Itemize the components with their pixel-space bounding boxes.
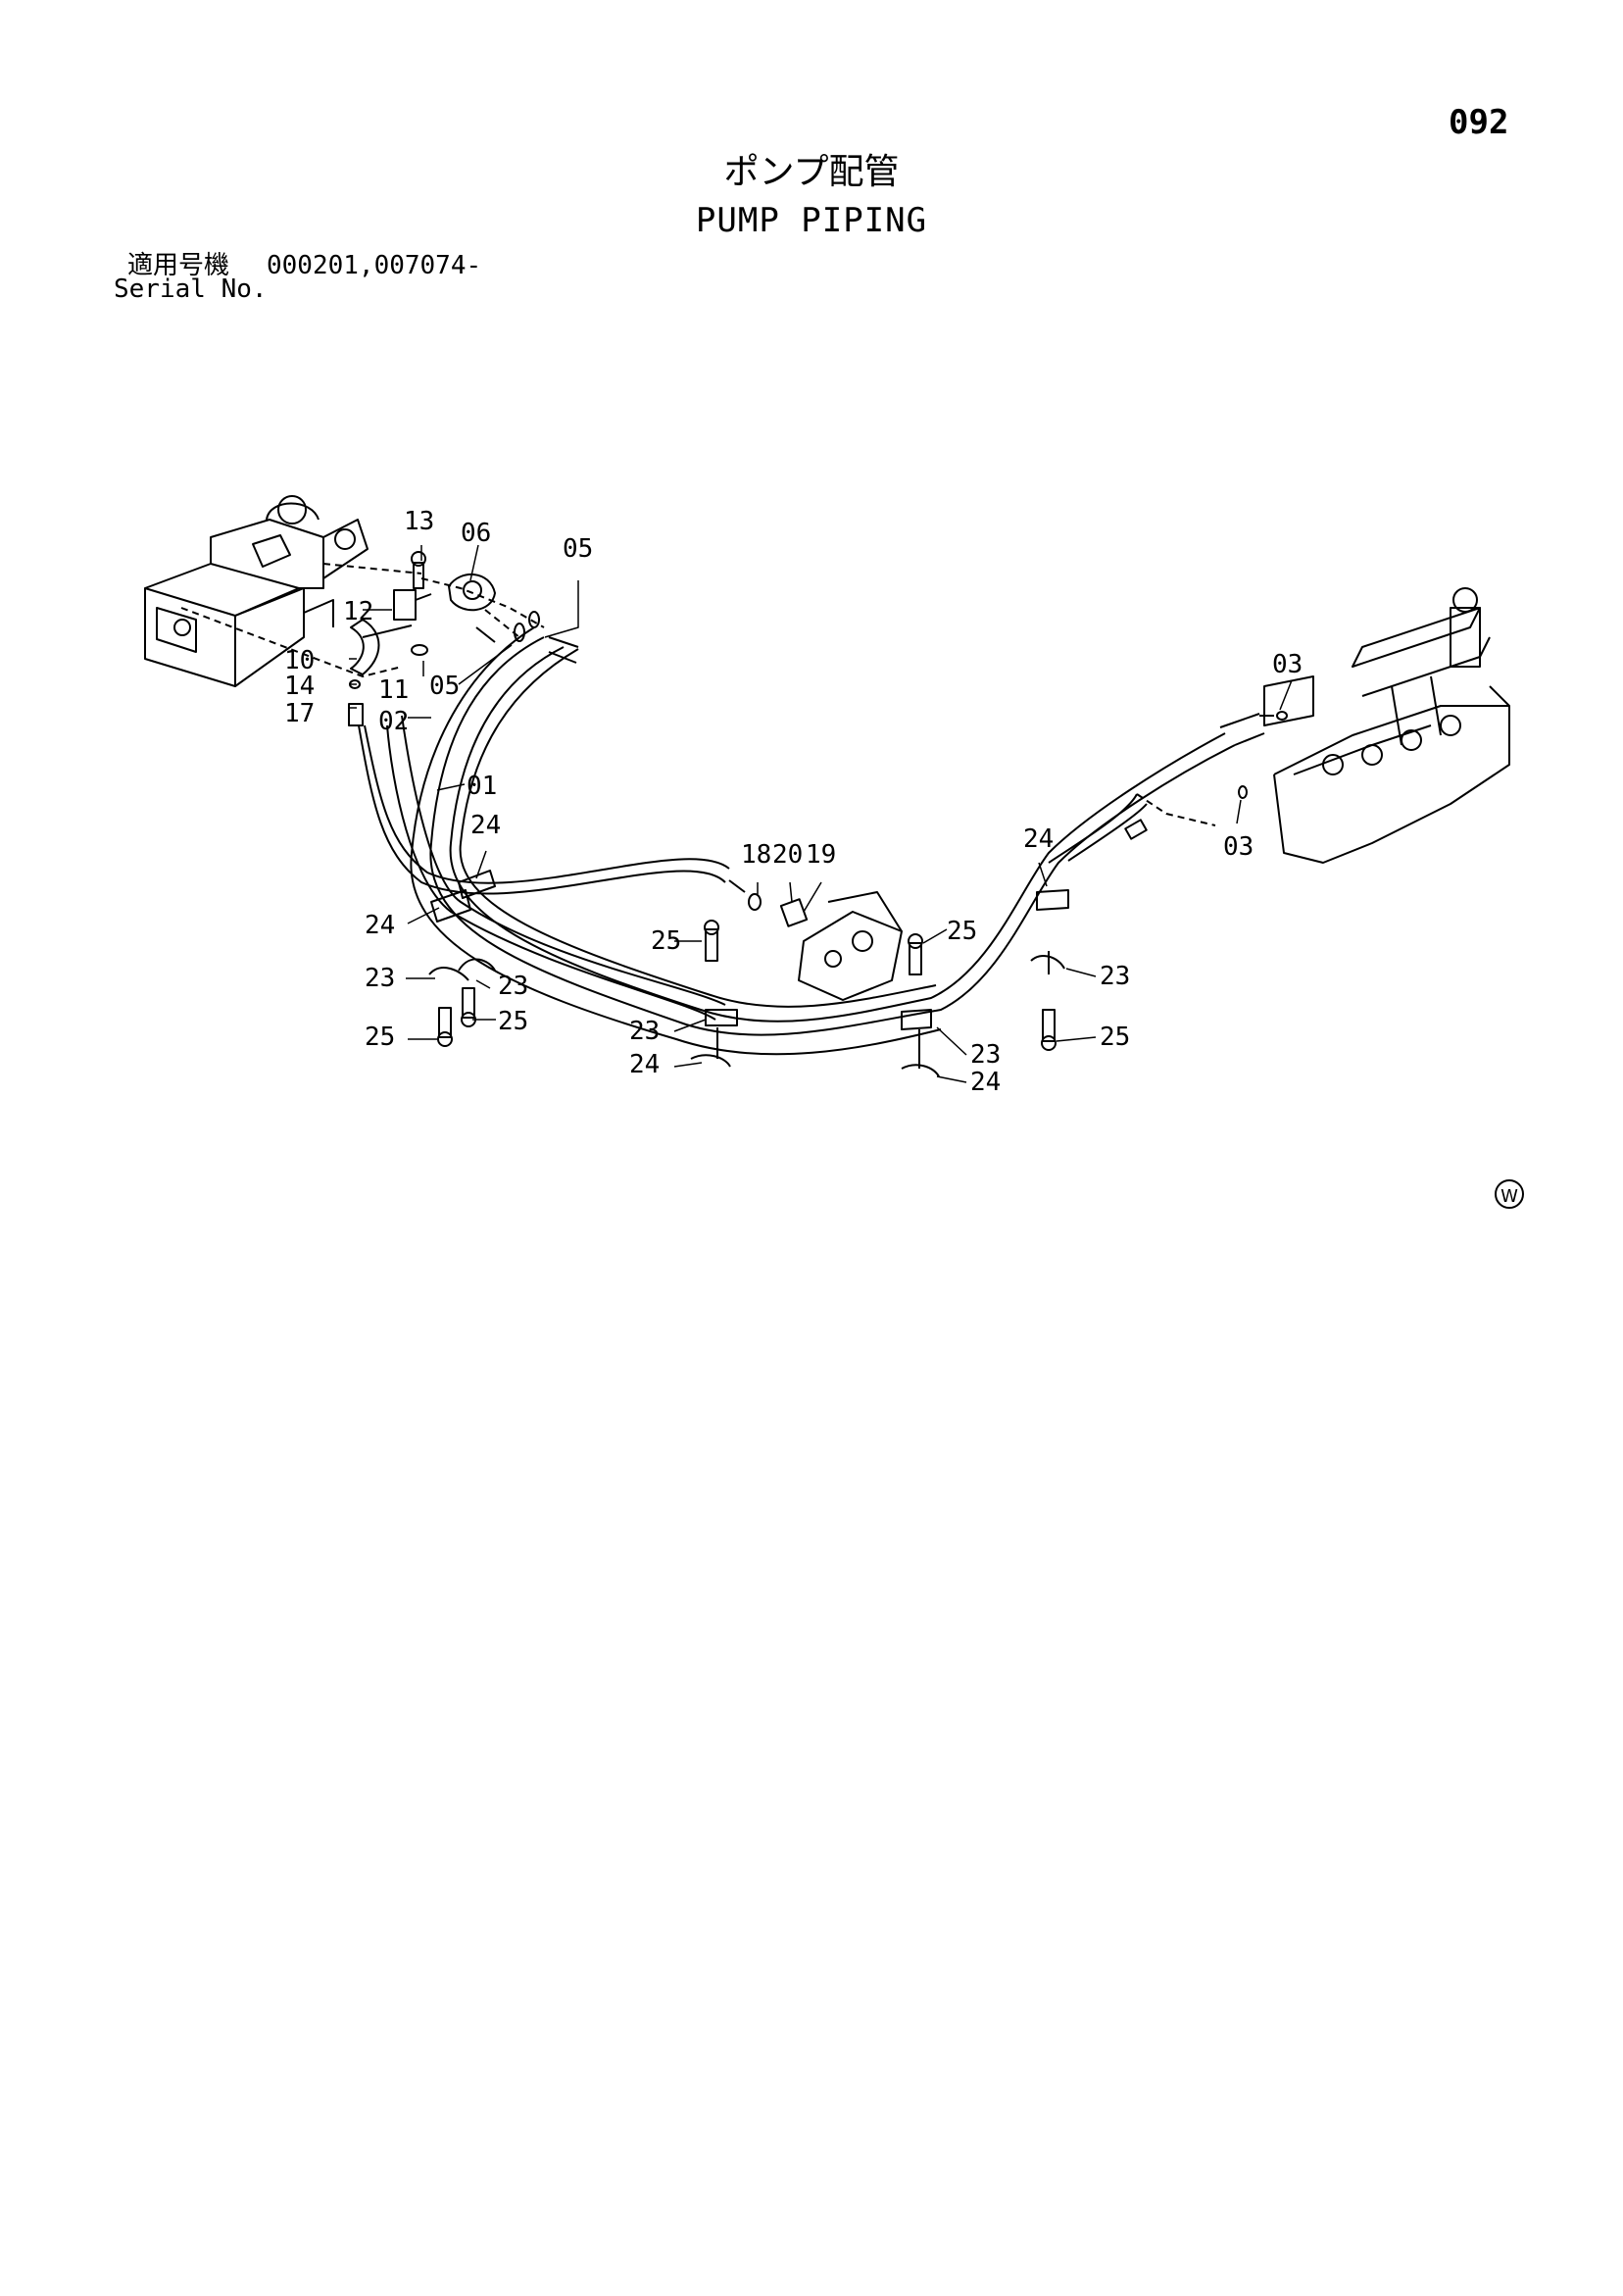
title-japanese: ポンプ配管 [723, 152, 900, 192]
callout-23-right: 23 [1100, 962, 1130, 991]
callout-25-right: 25 [1100, 1023, 1130, 1052]
control-valve-assembly [1238, 587, 1510, 864]
serial-label-japanese: 適用号機 [127, 251, 230, 280]
page-number: 092 [1449, 103, 1509, 142]
circled-w-mark: W [1495, 1179, 1524, 1209]
callout-23-left: 23 [365, 964, 395, 993]
callout-23-center-right: 23 [970, 1040, 1001, 1070]
callout-03-lower: 03 [1223, 832, 1254, 862]
callout-20: 20 [772, 840, 803, 870]
callout-19: 19 [806, 840, 836, 870]
callout-14: 14 [284, 672, 315, 701]
callout-24-center-right: 24 [970, 1068, 1001, 1097]
serial-number-value: 000201,007074- [267, 251, 482, 280]
callout-12: 12 [343, 597, 373, 626]
hoses [358, 626, 1265, 1056]
pump-fittings [348, 551, 579, 726]
callout-05-upper: 05 [563, 534, 593, 564]
callout-11: 11 [378, 675, 409, 705]
callout-06: 06 [461, 519, 491, 548]
callout-23-center: 23 [629, 1017, 660, 1046]
callout-23-mid-left: 23 [498, 972, 528, 1001]
callout-24-left: 24 [365, 911, 395, 940]
serial-label-english: Serial No. [114, 275, 268, 304]
callout-25-mid-left: 25 [498, 1007, 528, 1036]
circled-w-letter: W [1500, 1186, 1518, 1207]
callout-05-lower: 05 [429, 672, 460, 701]
leader-lines [349, 544, 1293, 1083]
callout-01: 01 [467, 772, 497, 801]
title-english: PUMP PIPING [695, 201, 928, 240]
callout-18: 18 [741, 840, 771, 870]
callout-25-center: 25 [651, 926, 681, 956]
callout-25-left: 25 [365, 1023, 395, 1052]
callout-24-top: 24 [470, 811, 501, 840]
callout-24-right: 24 [1023, 824, 1054, 854]
callout-02: 02 [378, 707, 409, 736]
callout-25-center-right: 25 [947, 917, 977, 946]
callout-13: 13 [404, 507, 434, 536]
hydraulic-pump-assembly [144, 495, 369, 687]
hose-clamps [428, 870, 1069, 1077]
middle-valve [728, 879, 903, 1001]
bolts [437, 920, 1057, 1051]
alignment-lines [180, 563, 1216, 826]
callout-03-upper: 03 [1272, 650, 1303, 679]
callout-10: 10 [284, 646, 315, 675]
callout-17: 17 [284, 699, 315, 728]
callout-24-center: 24 [629, 1050, 660, 1079]
